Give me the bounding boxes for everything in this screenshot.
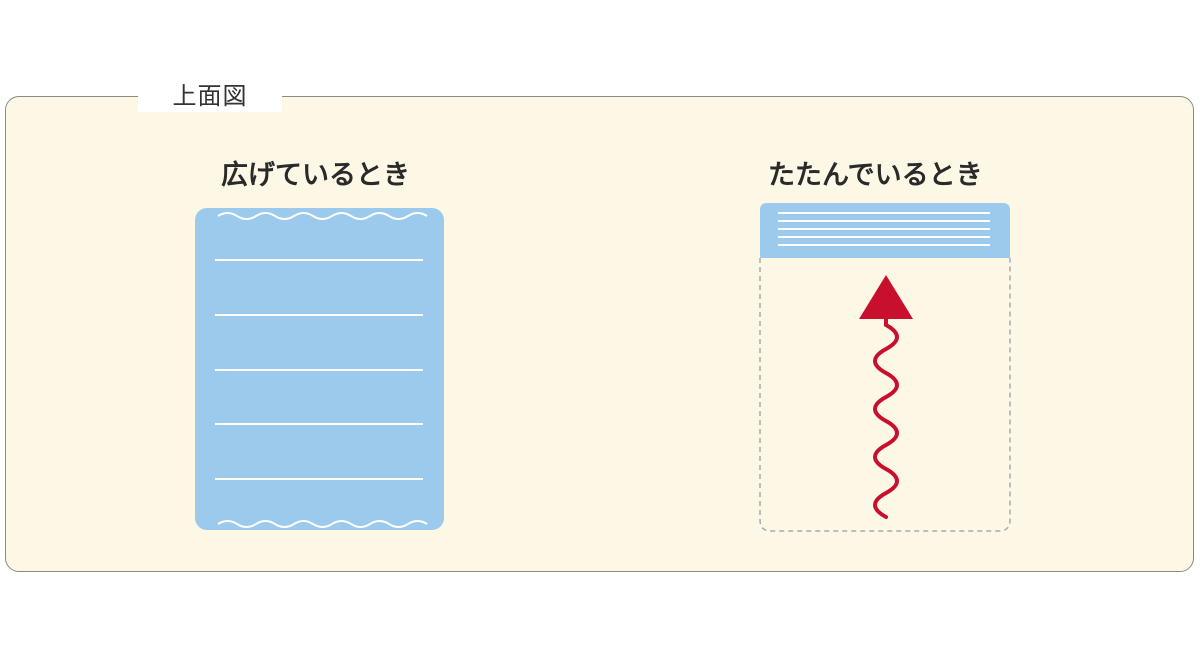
- folded-futon-layers: [778, 212, 990, 246]
- wavy-up-arrow-icon: [859, 275, 913, 519]
- folded-futon-stack: [760, 203, 1010, 258]
- folded-state-label: たたんでいるとき: [768, 160, 983, 191]
- open-state-label: 広げているとき: [221, 160, 410, 191]
- open-futon-top-edge: [217, 212, 428, 220]
- folded-futon: [759, 203, 1011, 532]
- arrow-head: [859, 275, 913, 319]
- open-futon: [195, 208, 444, 530]
- arrow-shaft: [873, 317, 899, 519]
- open-futon-fold-lines: [215, 259, 423, 480]
- open-futon-bottom-edge: [217, 520, 428, 528]
- panel-title: 上面図: [138, 80, 282, 112]
